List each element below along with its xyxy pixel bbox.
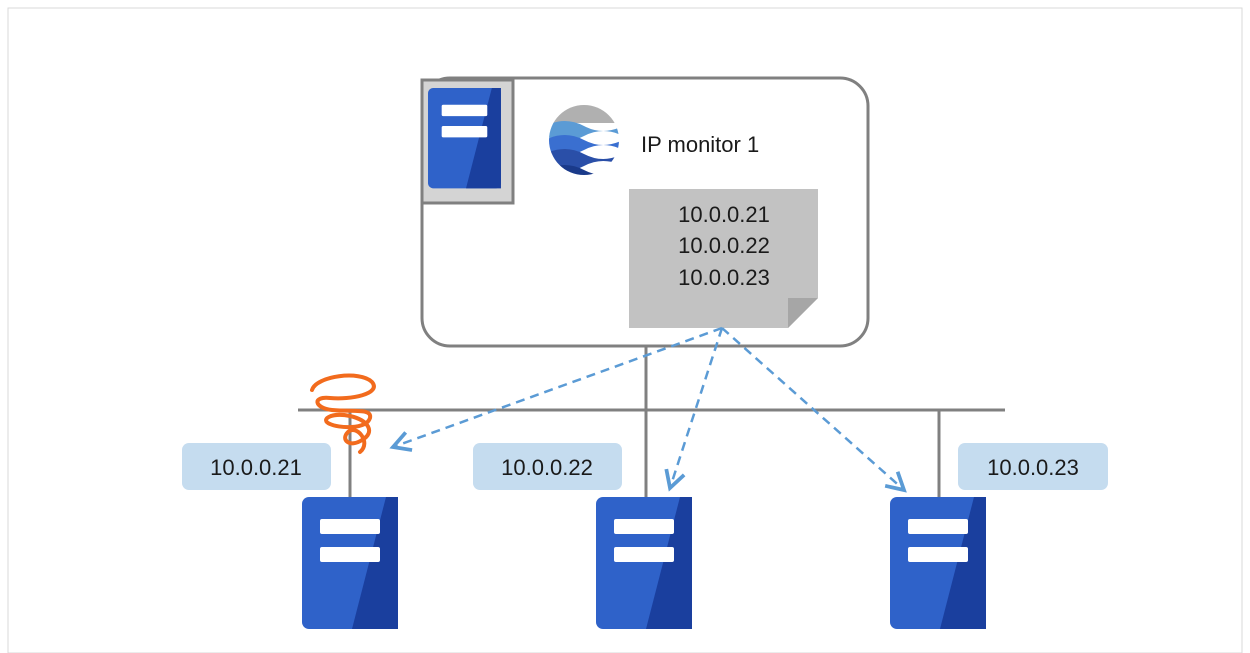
network xyxy=(298,346,1005,498)
server-1-ip: 10.0.0.21 xyxy=(210,455,302,480)
outer-border xyxy=(7,7,1243,653)
server-3-ip-label-bg xyxy=(958,443,1108,490)
target-ip-1: 10.0.0.21 xyxy=(678,202,770,227)
arrow-to-server-3 xyxy=(721,327,904,490)
monitoring-arrows xyxy=(393,326,904,490)
server-1-icon xyxy=(302,497,398,629)
server-3-icon xyxy=(890,497,986,629)
server-2-ip-label-bg xyxy=(473,443,622,490)
server-2-icon xyxy=(596,497,692,629)
arrow-to-server-1 xyxy=(393,326,723,447)
target-ip-3: 10.0.0.23 xyxy=(678,265,770,290)
arrow-to-server-2 xyxy=(670,327,724,488)
monitor-server-icon xyxy=(428,88,501,189)
monitor-name: IP monitor 1 xyxy=(641,132,759,157)
monitor-host: IP monitor 1 10.0.0.21 10.0.0.22 10.0.0.… xyxy=(420,76,870,348)
ip-labels: 10.0.0.21 10.0.0.22 10.0.0.23 xyxy=(182,443,1108,490)
server-2-ip: 10.0.0.22 xyxy=(501,455,593,480)
server-1-ip-label-bg xyxy=(182,443,331,490)
target-list-note: 10.0.0.21 10.0.0.22 10.0.0.23 xyxy=(629,189,818,328)
server-3-ip: 10.0.0.23 xyxy=(987,455,1079,480)
failure-spiral-icon xyxy=(310,373,376,454)
target-ip-2: 10.0.0.22 xyxy=(678,233,770,258)
